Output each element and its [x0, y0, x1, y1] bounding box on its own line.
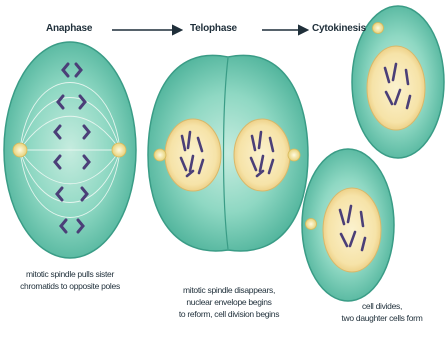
centrosome [13, 143, 27, 157]
caption-cytokinesis: cell divides, two daughter cells form [318, 300, 446, 324]
centrosome [154, 149, 166, 161]
caption-line: nuclear envelope begins [160, 296, 298, 308]
telophase-cell [148, 55, 308, 251]
phase-title-telophase: Telophase [190, 23, 237, 34]
centrosome [306, 219, 317, 230]
nucleus [367, 46, 425, 130]
centrosome [112, 143, 126, 157]
caption-line: cell divides, [318, 300, 446, 312]
centrosome [288, 149, 300, 161]
centrosome [373, 23, 384, 34]
caption-line: to reform, cell division begins [160, 308, 298, 320]
caption-line: mitotic spindle disappears, [160, 284, 298, 296]
caption-telophase: mitotic spindle disappears, nuclear enve… [160, 284, 298, 320]
daughter-cell-bottom [302, 149, 394, 301]
phase-title-anaphase: Anaphase [46, 23, 92, 34]
caption-line: chromatids to opposite poles [2, 280, 138, 292]
nucleus-right [234, 119, 290, 191]
nucleus [323, 188, 381, 272]
phase-title-cytokinesis: Cytokinesis [312, 23, 366, 34]
caption-anaphase: mitotic spindle pulls sister chromatids … [2, 268, 138, 292]
caption-line: mitotic spindle pulls sister [2, 268, 138, 280]
caption-line: two daughter cells form [318, 312, 446, 324]
anaphase-cell [4, 42, 136, 258]
